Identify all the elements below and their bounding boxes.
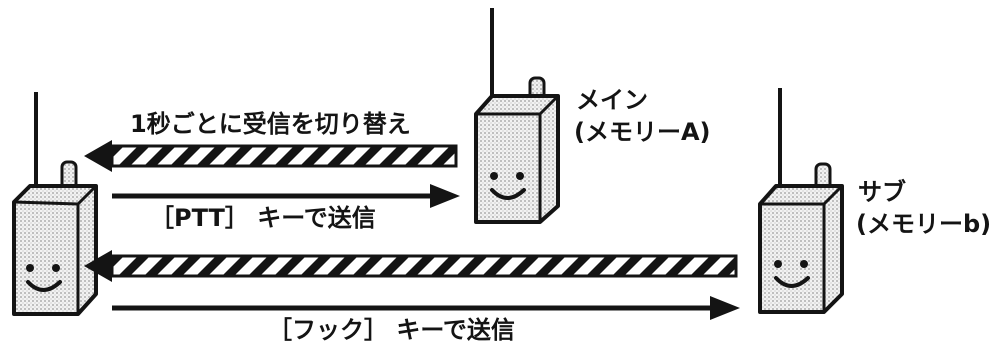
hatch-stripe: [112, 146, 124, 158]
hatch-stripe: [352, 256, 384, 276]
main-radio-icon: [474, 8, 560, 224]
hatch-stripe: [196, 146, 228, 166]
hatch-stripe: [430, 256, 462, 276]
hatch-stripe: [196, 256, 228, 276]
sub-radio-memory-label: (メモリーb): [856, 210, 992, 238]
hatch-stripe: [690, 256, 722, 276]
ptt-transmit-label: ［PTT］ キーで送信: [150, 204, 376, 232]
hatch-stripe: [144, 256, 176, 276]
hatch-stripe: [404, 256, 436, 276]
hatch-stripe: [248, 146, 280, 166]
hatch-stripe: [118, 146, 150, 166]
hatch-stripe: [326, 146, 358, 166]
hatch-stripe: [222, 256, 254, 276]
hatch-stripe: [560, 256, 592, 276]
hatch-stripe: [378, 256, 410, 276]
transmit-arrow-main: [112, 184, 460, 208]
hatch-stripe: [326, 256, 358, 276]
hook-transmit-label: ［フック］ キーで送信: [268, 316, 515, 344]
hatch-stripe: [534, 256, 566, 276]
hatch-stripe: [664, 256, 696, 276]
hatch-stripe: [456, 256, 488, 276]
hatch-stripe: [300, 256, 332, 276]
hatch-stripe: [430, 146, 456, 166]
receive-switch-label: 1秒ごとに受信を切り替え: [130, 110, 411, 138]
hatch-stripe: [378, 146, 410, 166]
hatch-stripe: [144, 146, 176, 166]
hatch-stripe: [508, 256, 540, 276]
hatch-stripe: [170, 146, 202, 166]
hatch-stripe: [586, 256, 618, 276]
hatch-stripe: [612, 256, 644, 276]
hatch-stripe: [248, 256, 280, 276]
receive-arrow-sub: [84, 250, 738, 282]
hatch-stripe: [300, 146, 332, 166]
hatch-stripe: [274, 146, 306, 166]
hatch-stripe: [716, 256, 736, 276]
main-radio-label: メイン: [576, 86, 648, 114]
hatch-stripe: [170, 256, 202, 276]
transmit-arrow-sub: [112, 296, 740, 320]
hatch-stripe: [482, 256, 514, 276]
left-radio-icon: [12, 92, 98, 316]
hatch-stripe: [112, 256, 124, 268]
hatch-stripe: [352, 146, 384, 166]
hatch-stripe: [274, 256, 306, 276]
hatch-stripe: [638, 256, 670, 276]
sub-radio-icon: [758, 88, 844, 314]
main-radio-memory-label: (メモリーA): [574, 118, 711, 146]
receive-arrow-main: [84, 140, 458, 172]
hatch-stripe: [222, 146, 254, 166]
hatch-stripe: [118, 256, 150, 276]
sub-radio-label: サブ: [858, 178, 906, 206]
hatch-stripe: [404, 146, 436, 166]
